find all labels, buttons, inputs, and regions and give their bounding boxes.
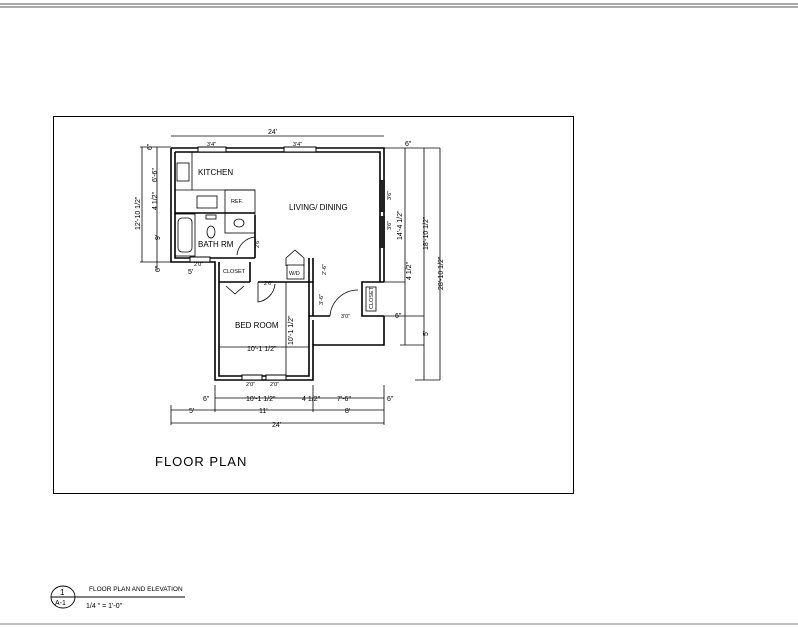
dimension-texts: 24' 3'4" 3'4" 6" 6" 12'-10 1/2" 6'-6" 4 … [135, 129, 445, 429]
dim-bottom-overall: 24' [272, 422, 281, 429]
dim-bottom-6b: 6" [387, 396, 394, 403]
dim-bed-window-2: 2'0" [270, 382, 279, 388]
dim-window-1: 3'4" [207, 142, 216, 148]
title-block: 1 A-1 FLOOR PLAN AND ELEVATION 1/4 " = 1… [50, 585, 185, 610]
title-block-title: FLOOR PLAN AND ELEVATION [89, 586, 183, 593]
dim-left-bottom: 6" [155, 265, 162, 272]
dim-bottom-6a: 6" [203, 396, 210, 403]
dim-wd-a: 2'-6" [322, 264, 328, 275]
dim-right-c: 18'-10 1/2" [423, 216, 430, 250]
dim-left-b: 4 1/2" [152, 191, 159, 210]
dim-right-b: 4 1/2" [406, 261, 413, 280]
room-label-closet-bed: CLOSET [223, 269, 246, 275]
room-label-living: LIVING/ DINING [289, 203, 348, 212]
dim-bed-depth: 10'-1 1/2" [288, 315, 295, 345]
dim-right-a: 14'-4 1/2" [397, 210, 404, 240]
detail-number: 1 [60, 588, 65, 597]
dim-bath-setback: 5' [188, 269, 193, 276]
room-label-ref: REF. [231, 199, 243, 205]
dim-living-door: 3'0" [341, 314, 350, 320]
dim-bottom-8: 8' [345, 408, 350, 415]
title-block-scale: 1/4 " = 1'-0" [86, 603, 123, 610]
drawing-title: FLOOR PLAN [155, 454, 247, 469]
room-labels: KITCHEN REF. LIVING/ DINING BATH RM CLOS… [198, 168, 375, 330]
dim-left-c: 9' [155, 235, 162, 240]
dim-left-overall: 12'-10 1/2" [135, 196, 142, 230]
dim-east-window-2: 3'6" [387, 221, 393, 230]
room-label-bath: BATH RM [198, 240, 234, 249]
room-label-closet-living: CLOSET [369, 286, 375, 309]
dim-right-d: 5' [423, 331, 430, 336]
walls [170, 146, 385, 381]
dim-top-overall: 24' [268, 129, 277, 136]
room-label-wd: W/D [289, 271, 300, 277]
dim-bottom-11: 11' [259, 408, 268, 415]
room-label-kitchen: KITCHEN [198, 168, 233, 177]
dim-bottom-a: 10'-1 1/2" [246, 396, 276, 403]
dim-window-2: 3'4" [293, 142, 302, 148]
dimension-lines [140, 135, 441, 425]
room-label-bedroom: BED ROOM [235, 321, 279, 330]
sheet-number: A-1 [55, 600, 66, 607]
dim-bottom-c: 7'-6" [337, 396, 351, 403]
dim-right-overall: 28'-10 1/2" [438, 256, 445, 290]
dim-east-window-1: 3'6" [387, 191, 393, 200]
dim-bath-door: 2'6" [255, 239, 261, 248]
dim-bed-door: 2'6" [264, 281, 273, 287]
dim-left-a: 6'-6" [152, 168, 159, 182]
dim-right-e: 6" [395, 313, 402, 320]
dim-top-right: 6" [405, 141, 412, 148]
dim-wd-b: 3'-6" [319, 294, 325, 305]
dim-left-top: 6" [147, 143, 154, 150]
dim-bed-window-1: 2'0" [246, 382, 255, 388]
dim-bed-width: 10'-1 1/2" [247, 346, 277, 353]
dim-bottom-5: 5' [189, 408, 194, 415]
dim-bath-window: 2'0" [194, 262, 203, 268]
drawing-frame [53, 116, 574, 494]
dim-bottom-b: 4 1/2" [302, 396, 321, 403]
